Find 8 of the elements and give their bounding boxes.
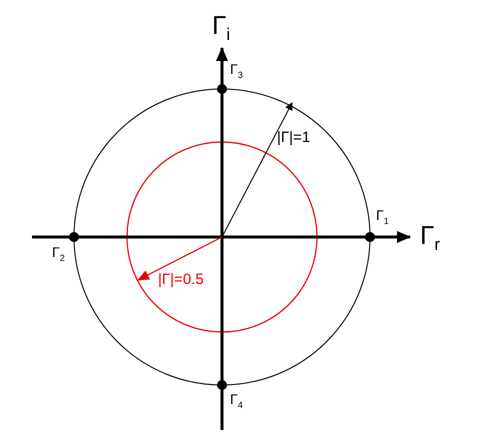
axis-label: Γ$_{r}$ bbox=[420, 222, 440, 254]
point-label: Γ$_{2}$ bbox=[52, 245, 65, 263]
point-label: Γ$_{4}$ bbox=[230, 392, 243, 410]
axis-label: Γ$_{i}$ bbox=[212, 12, 230, 44]
point-label: Γ$_{3}$ bbox=[230, 62, 243, 80]
magnitude-label: |Γ|=1 bbox=[277, 130, 310, 145]
magnitude-label: |Γ|=0.5 bbox=[158, 272, 204, 287]
point-label: Γ$_{1}$ bbox=[376, 208, 389, 226]
